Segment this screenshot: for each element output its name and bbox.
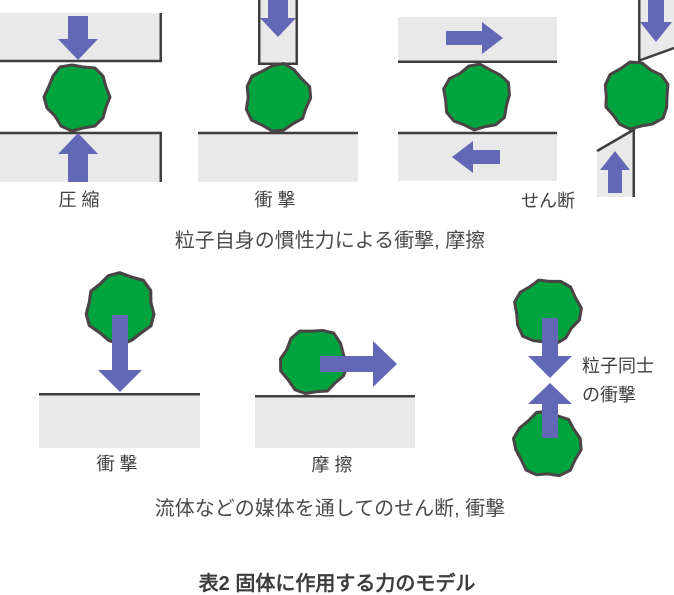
angled-bottom-bar-diagonal-edge (596, 127, 636, 153)
particle-compression (42, 63, 112, 133)
right-arrow-icon-medium-friction (320, 341, 397, 387)
impact-base-plate (198, 132, 358, 182)
angled-shear-diagram (596, 0, 674, 197)
down-arrow-icon-angled-shear (640, 0, 672, 42)
particle-angled-shear (592, 50, 674, 139)
medium-friction-diagram (255, 395, 415, 448)
medium-impact-plate (39, 393, 200, 448)
down-arrow-icon-impact (260, 0, 296, 37)
angled-top-bar-diagonal-edge (637, 46, 674, 63)
up-arrow-icon-angled-shear (600, 151, 630, 193)
medium-impact-diagram (39, 393, 200, 448)
down-arrow-icon-medium-impact (98, 315, 142, 392)
up-arrow-icon-particle-collision (528, 383, 572, 438)
left-arrow-icon-shear (452, 141, 500, 173)
down-arrow-icon-compression (58, 16, 98, 60)
down-arrow-icon-particle-collision (528, 318, 572, 378)
medium-friction-plate (255, 395, 415, 448)
particle-shear (438, 59, 514, 135)
particle-impact (228, 50, 325, 147)
right-arrow-icon-shear (446, 22, 503, 54)
up-arrow-icon-compression (58, 133, 98, 182)
